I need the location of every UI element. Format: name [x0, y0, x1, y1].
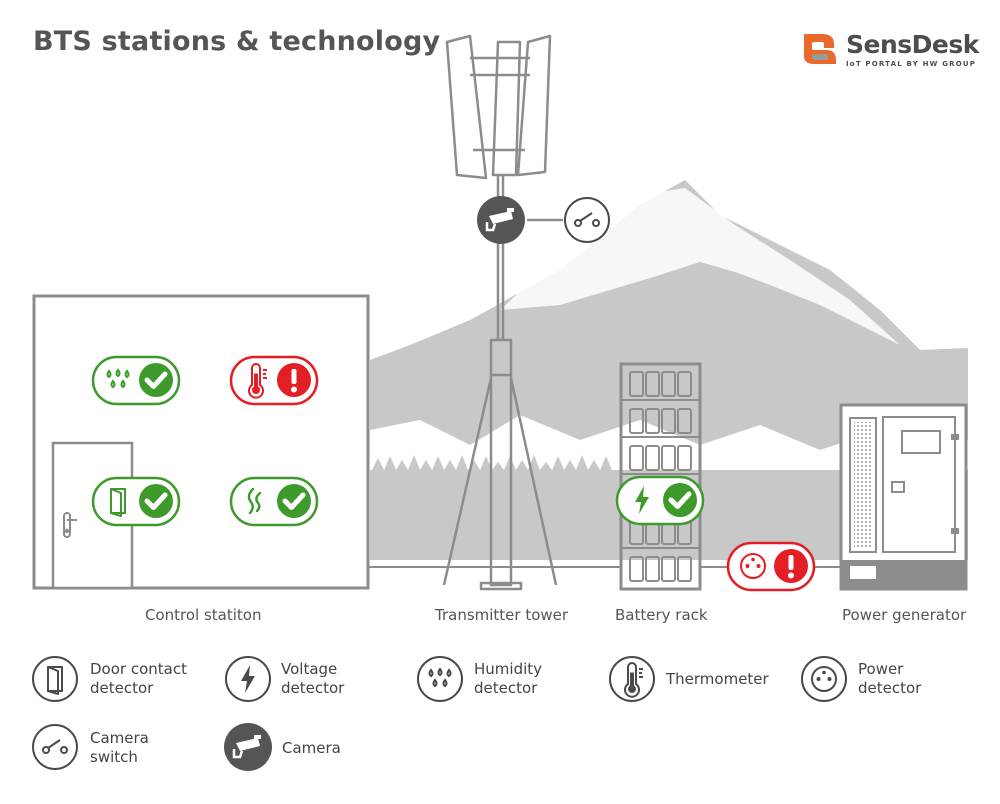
sensor-power[interactable] [726, 541, 816, 592]
camera-icon[interactable] [477, 196, 525, 244]
status-ok-icon [139, 363, 173, 397]
sensor-humidity[interactable] [91, 355, 181, 406]
legend-power-icon [801, 656, 847, 702]
status-ok-icon [277, 484, 311, 518]
camera-switch-icon[interactable] [564, 197, 610, 243]
brand-logo: SensDesk IoT PORTAL BY HW GROUP [800, 30, 979, 70]
power-generator [839, 403, 968, 591]
legend-humidity-icon [417, 656, 463, 702]
sensor-flame[interactable] [229, 476, 319, 527]
caption-power-generator: Power generator [842, 606, 967, 624]
caption-battery-rack: Battery rack [615, 606, 708, 624]
sensdesk-logo-icon [804, 34, 836, 64]
status-alert-icon [774, 549, 808, 583]
status-ok-icon [139, 484, 173, 518]
brand-name: SensDesk [846, 30, 979, 59]
sensor-thermometer[interactable] [229, 355, 319, 406]
status-ok-icon [663, 483, 697, 517]
sensor-voltage[interactable] [615, 475, 705, 526]
legend-camera-icon [224, 723, 272, 771]
sensor-door-contact[interactable] [91, 476, 181, 527]
caption-transmitter-tower: Transmitter tower [435, 606, 569, 624]
legend-camera-label: Camera [282, 739, 341, 757]
status-alert-icon [277, 363, 311, 397]
legend-voltage-icon [225, 656, 271, 702]
legend-camera-switch-icon [32, 724, 78, 770]
caption-control-station: Control statiton [145, 606, 262, 624]
control-station [32, 294, 370, 590]
door-handle-icon [63, 512, 77, 538]
legend-door-icon [32, 656, 78, 702]
legend-thermometer-label: Thermometer [666, 670, 769, 688]
legend-thermometer-icon [609, 656, 655, 702]
page-title: BTS stations & technology [33, 26, 441, 57]
brand-tagline: IoT PORTAL BY HW GROUP [846, 60, 977, 68]
